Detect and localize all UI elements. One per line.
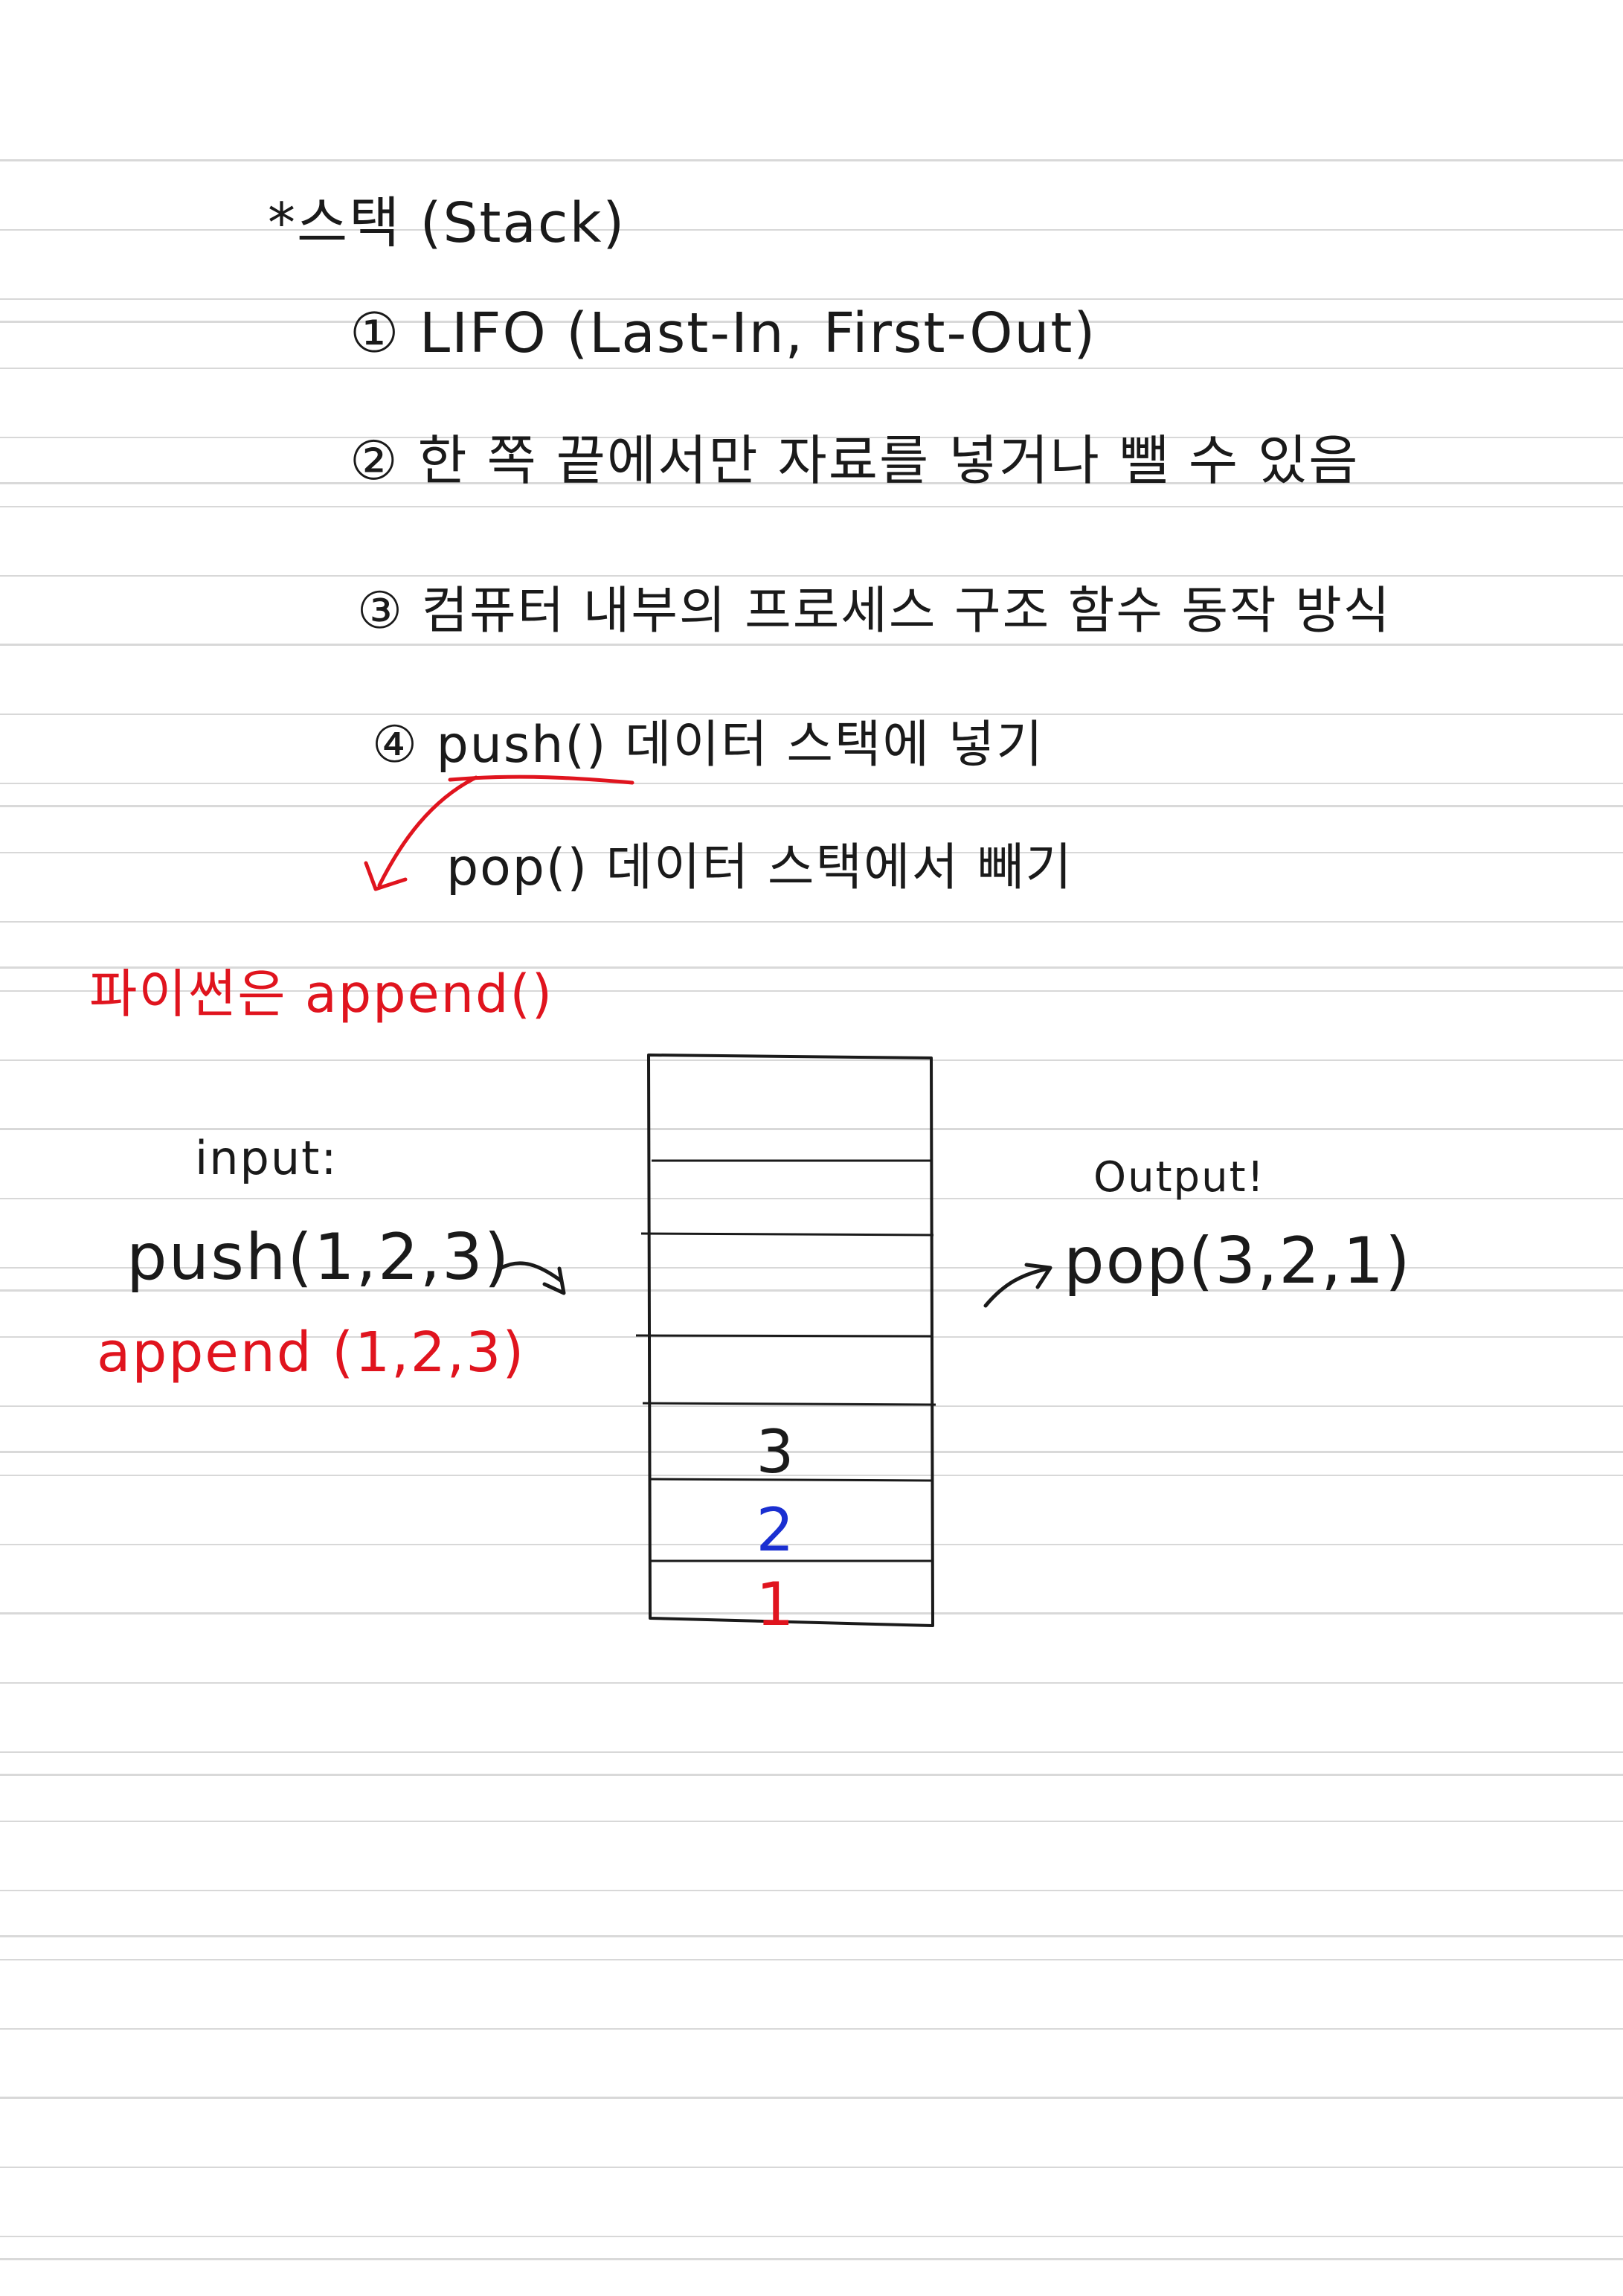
ruled-line xyxy=(0,1613,1623,1614)
ruled-line xyxy=(0,1059,1623,1061)
append-call-label: append (1,2,3) xyxy=(97,1321,526,1385)
ruled-line xyxy=(0,1821,1623,1822)
ruled-line xyxy=(0,852,1623,853)
stack-divider xyxy=(640,1232,934,1237)
ruled-line xyxy=(0,2028,1623,2030)
ruled-line xyxy=(0,1267,1623,1269)
ruled-line xyxy=(0,1405,1623,1407)
ruled-line xyxy=(0,1129,1623,1130)
note-item-process: ③ 컴퓨터 내부의 프로세스 구조 함수 동작 방식 xyxy=(357,582,1392,641)
input-arrow xyxy=(498,1261,564,1283)
note-item-lifo: ① LIFO (Last-In, First-Out) xyxy=(350,301,1097,365)
ruled-line xyxy=(0,1544,1623,1545)
output-arrow-head xyxy=(1024,1263,1052,1289)
ruled-line xyxy=(0,160,1623,161)
note-item-pop: pop() 데이터 스택에서 빼기 xyxy=(446,838,1073,897)
ruled-line xyxy=(0,1475,1623,1476)
stack-divider xyxy=(648,1478,933,1482)
ruled-line xyxy=(0,1198,1623,1199)
ruled-line xyxy=(0,229,1623,231)
python-append-note: 파이썬은 append() xyxy=(89,963,554,1024)
ruled-line xyxy=(0,1682,1623,1684)
ruled-line xyxy=(0,1959,1623,1960)
ruled-line xyxy=(0,575,1623,577)
ruled-line xyxy=(0,1751,1623,1753)
ruled-line xyxy=(0,368,1623,369)
ruled-line xyxy=(0,2167,1623,2168)
stack-value: 1 xyxy=(756,1570,794,1639)
stack-box xyxy=(647,1054,934,1627)
ruled-line xyxy=(0,2097,1623,2099)
stack-divider xyxy=(635,1334,933,1338)
ruled-line xyxy=(0,714,1623,715)
ruled-line xyxy=(0,1890,1623,1891)
ruled-line xyxy=(0,921,1623,923)
output-label: Output! xyxy=(1093,1153,1265,1202)
ruled-line xyxy=(0,437,1623,438)
curved-arrow xyxy=(377,775,478,888)
ruled-line xyxy=(0,644,1623,646)
ruled-line xyxy=(0,506,1623,507)
curved-arrow-head xyxy=(364,861,408,891)
ruled-line xyxy=(0,990,1623,992)
note-item-one-end: ② 한 쪽 끝에서만 자료를 넣거나 뺄 수 있음 xyxy=(350,429,1360,492)
stack-divider xyxy=(642,1402,936,1406)
ruled-line xyxy=(0,298,1623,300)
ruled-line xyxy=(0,783,1623,784)
input-arrow-head xyxy=(542,1266,566,1295)
stack-value: 3 xyxy=(756,1417,794,1487)
output-arrow xyxy=(983,1266,1051,1308)
stack-value: 2 xyxy=(756,1495,794,1565)
page-title: *스택 (Stack) xyxy=(268,191,626,255)
pop-call-label: pop(3,2,1) xyxy=(1064,1224,1412,1298)
push-call-label: push(1,2,3) xyxy=(126,1220,511,1295)
note-item-push: ④ push() 데이터 스택에 넣기 xyxy=(372,716,1044,775)
ruled-line xyxy=(0,2236,1623,2237)
input-label: input: xyxy=(195,1131,338,1185)
